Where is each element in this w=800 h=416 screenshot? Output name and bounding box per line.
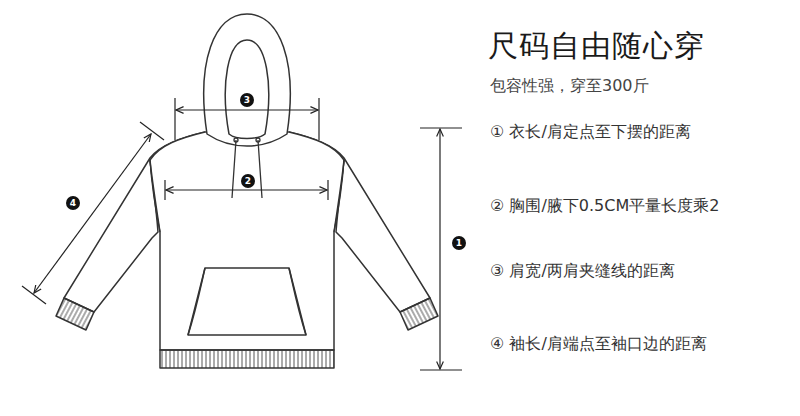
drawstring xyxy=(232,140,262,198)
shoulder-seam xyxy=(150,160,344,232)
right-cuff xyxy=(400,298,438,330)
dimension-tick xyxy=(22,286,46,304)
eyelet xyxy=(234,138,238,142)
dimension-tick xyxy=(318,98,319,140)
dimension-tick xyxy=(420,127,462,128)
measurement-note: ④ 袖长/肩端点至袖口边的距离 xyxy=(490,334,707,355)
callout-dot xyxy=(66,196,80,210)
face-opening xyxy=(225,40,268,139)
dimension-tick xyxy=(174,98,175,140)
dimension-line xyxy=(439,129,440,369)
dimension-line xyxy=(34,134,151,293)
dimension-line xyxy=(176,109,318,110)
callout-number: 4 xyxy=(66,196,80,210)
measurement-note: ② 胸围/腋下0.5CM平量长度乘2 xyxy=(490,196,719,217)
pocket-opening xyxy=(188,268,306,335)
dimension-tick xyxy=(140,122,164,140)
hood xyxy=(204,14,290,146)
measurement-note: ③ 肩宽/两肩夹缝线的距离 xyxy=(490,261,675,282)
eyelet xyxy=(256,138,260,142)
title: 尺码自由随心穿 xyxy=(488,26,705,67)
callout-number: 3 xyxy=(240,93,254,107)
callout-number: 1 xyxy=(452,236,466,250)
callout-dot xyxy=(452,236,466,250)
left-cuff xyxy=(56,298,94,330)
callout-number: 2 xyxy=(241,174,255,188)
subtitle: 包容性强，穿至300斤 xyxy=(490,76,649,97)
dimension-line xyxy=(166,189,327,190)
dimension-tick xyxy=(327,180,328,200)
kangaroo-pocket xyxy=(188,268,306,335)
hem-rib xyxy=(160,350,334,368)
measurement-note: ① 衣长/肩定点至下摆的距离 xyxy=(490,122,691,143)
body xyxy=(150,132,344,350)
callout-dot xyxy=(240,93,254,107)
dimension-tick xyxy=(164,180,165,200)
callout-dot xyxy=(241,174,255,188)
dimension-tick xyxy=(420,369,462,370)
